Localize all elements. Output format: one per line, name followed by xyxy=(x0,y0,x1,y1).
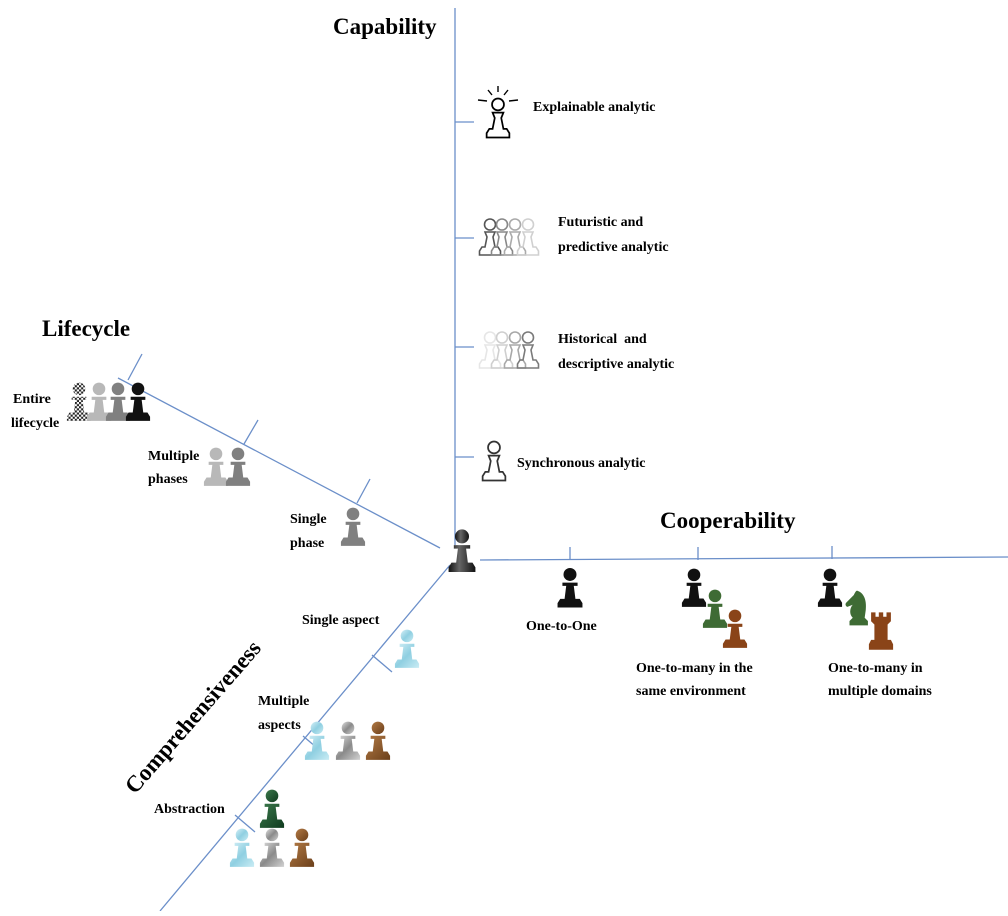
mixed-pieces-icon xyxy=(817,568,894,650)
lightbulb-pawn-icon xyxy=(477,86,519,139)
capability-item-explainable: Explainable analytic xyxy=(477,86,656,139)
three-material-pawns-icon xyxy=(304,721,391,760)
outline-pawn-icon xyxy=(481,440,507,482)
capability-label: descriptive analytic xyxy=(558,357,674,372)
cooperability-label: One-to-many in xyxy=(828,661,923,676)
comprehensiveness-label: aspects xyxy=(258,718,301,733)
cooperability-label: One-to-many in the xyxy=(636,661,753,676)
origin-pawn-icon xyxy=(448,529,476,572)
ice-pawn-icon xyxy=(394,629,420,668)
capability-item-synchronous: Synchronous analytic xyxy=(481,440,646,482)
lifecycle-item-single-phase: Single phase xyxy=(290,507,366,551)
cooperability-axis xyxy=(479,556,1008,561)
capability-label: Synchronous analytic xyxy=(517,456,646,471)
two-pawns-icon xyxy=(203,447,251,486)
capability-title: Capability xyxy=(333,14,437,39)
lifecycle-label: Single xyxy=(290,512,327,527)
four-pawns-icon xyxy=(66,382,151,421)
lifecycle-label: Multiple xyxy=(148,449,199,464)
cooperability-label: One-to-One xyxy=(526,619,597,634)
capability-item-futuristic: Futuristic and predictive analytic xyxy=(478,215,669,256)
lifecycle-label: phase xyxy=(290,536,324,551)
cooperability-item-multiple-domains: One-to-many in multiple domains xyxy=(817,568,932,699)
capability-label: Explainable analytic xyxy=(533,100,656,115)
lifecycle-label: lifecycle xyxy=(11,416,59,431)
comprehensiveness-label: Abstraction xyxy=(154,802,225,817)
comprehensiveness-title: Comprehensiveness xyxy=(120,636,266,799)
cooperability-label: same environment xyxy=(636,684,746,699)
one-pawn-icon xyxy=(340,507,366,546)
comprehensiveness-label: Single aspect xyxy=(302,613,380,628)
lifecycle-title: Lifecycle xyxy=(42,316,130,341)
outlined-pawns-icon xyxy=(478,218,540,256)
comprehensiveness-item-single-aspect: Single aspect xyxy=(302,613,420,668)
capability-label: Futuristic and xyxy=(558,215,643,230)
comprehensiveness-item-abstraction: Abstraction xyxy=(154,789,315,867)
cooperability-item-one-to-one: One-to-One xyxy=(526,567,597,634)
lifecycle-label: Entire xyxy=(13,392,51,407)
comprehensiveness-item-multiple-aspects: Multiple aspects xyxy=(258,694,391,760)
lifecycle-item-entire: Entire lifecycle xyxy=(11,382,151,431)
pawn-trio-icon xyxy=(681,568,748,648)
capability-label: Historical and xyxy=(558,332,647,347)
lifecycle-axis xyxy=(117,377,441,549)
cooperability-item-same-environment: One-to-many in the same environment xyxy=(636,568,753,699)
capability-label: predictive analytic xyxy=(558,240,669,255)
faded-pawns-icon xyxy=(478,331,540,369)
axes xyxy=(117,8,1008,912)
single-black-pawn-icon xyxy=(557,567,583,608)
lifecycle-item-multiple-phases: Multiple phases xyxy=(148,447,251,487)
capability-item-historical: Historical and descriptive analytic xyxy=(478,331,674,372)
cooperability-label: multiple domains xyxy=(828,684,932,699)
lifecycle-label: phases xyxy=(148,472,188,487)
comprehensiveness-label: Multiple xyxy=(258,694,309,709)
cooperability-title: Cooperability xyxy=(660,508,796,533)
stacked-pawns-icon xyxy=(229,789,315,867)
